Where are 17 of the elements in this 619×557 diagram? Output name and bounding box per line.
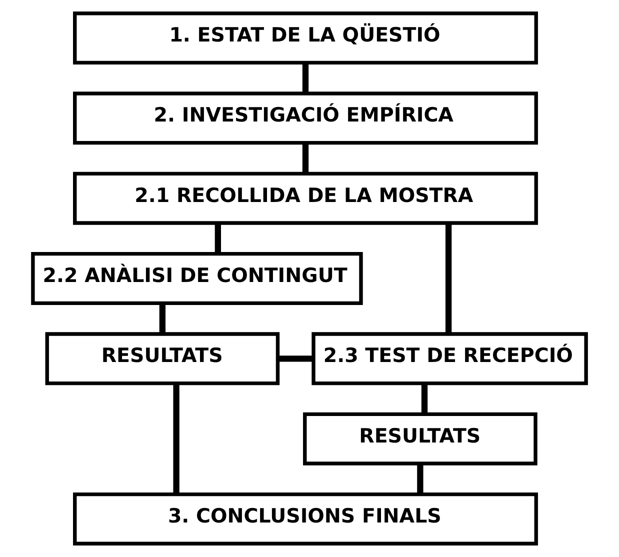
- node-box: 2.1 RECOLLIDA DE LA MOSTRA: [73, 172, 538, 225]
- connector: [417, 464, 424, 494]
- connector: [173, 383, 180, 494]
- node-box: 2.2 ANÀLISI DE CONTINGUT: [31, 252, 363, 306]
- connector: [278, 356, 314, 362]
- connector: [445, 223, 452, 334]
- node-box: RESULTATS: [45, 332, 280, 386]
- connector: [214, 223, 222, 254]
- node-box: RESULTATS: [303, 412, 538, 466]
- connector: [159, 303, 166, 334]
- connector: [302, 143, 309, 174]
- node-box: 1. ESTAT DE LA QÜESTIÓ: [73, 12, 538, 65]
- node-box: 2. INVESTIGACIÓ EMPÍRICA: [73, 92, 538, 145]
- connector: [421, 384, 428, 414]
- node-box: 2.3 TEST DE RECEPCIÓ: [312, 332, 588, 386]
- node-box: 3. CONCLUSIONS FINALS: [73, 492, 538, 546]
- connector: [302, 62, 309, 93]
